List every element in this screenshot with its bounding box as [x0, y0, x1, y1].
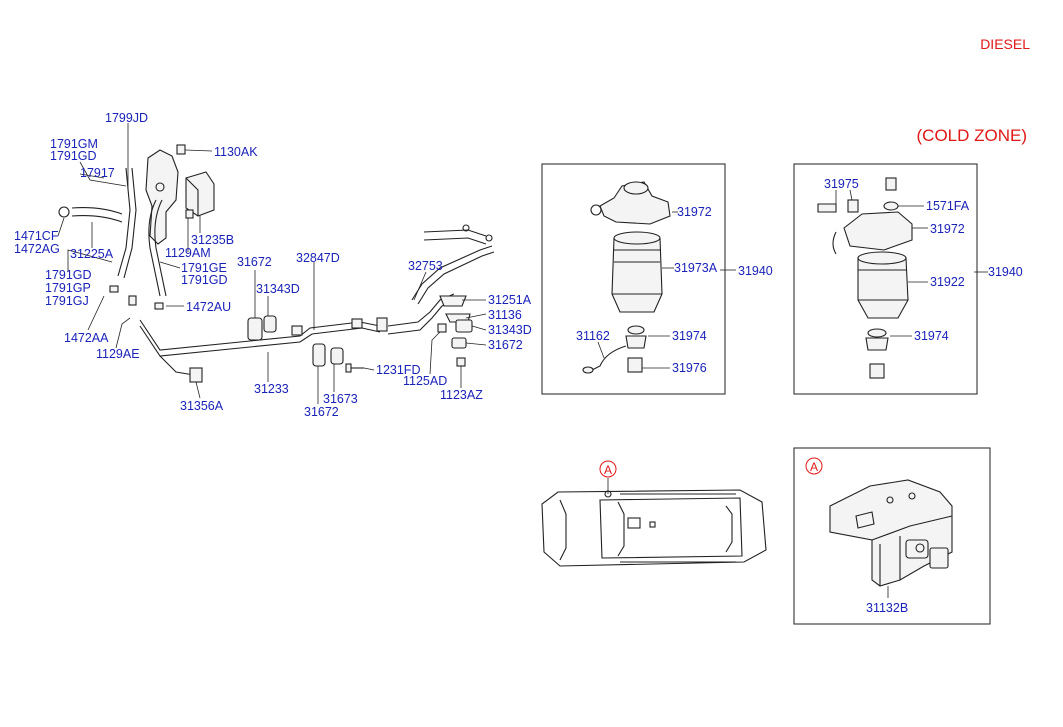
label-32753: 32753	[408, 259, 443, 273]
label-31672-2: 31672	[488, 338, 523, 352]
label-31940: 31940	[738, 264, 773, 278]
label-31225A: 31225A	[70, 247, 114, 261]
label-31132B: 31132B	[866, 601, 908, 615]
label-1799JD: 1799JD	[105, 111, 148, 125]
location-ref-a: A	[604, 463, 612, 477]
label-1129AM: 1129AM	[165, 246, 211, 260]
label-31672: 31672	[237, 255, 272, 269]
label-31975: 31975	[824, 177, 859, 191]
fuel-filter-assembly-2	[793, 163, 988, 395]
label-1231FD: 1231FD	[376, 363, 420, 377]
fuel-filter-assembly-1	[541, 163, 736, 395]
label-31976: 31976	[672, 361, 707, 375]
label-1471CF: 1471CF	[14, 229, 59, 243]
label-1791GP: 1791GP	[45, 281, 91, 295]
label-1129AE: 1129AE	[96, 347, 140, 361]
label-31356A: 31356A	[180, 399, 224, 413]
label-31343D: 31343D	[256, 282, 300, 296]
label-31235B: 31235B	[191, 233, 234, 247]
label-31922: 31922	[930, 275, 965, 289]
label-17917: 17917	[80, 166, 115, 180]
label-31974: 31974	[672, 329, 707, 343]
label-1472AU: 1472AU	[186, 300, 231, 314]
label-1125AD: 1125AD	[403, 374, 447, 388]
label-31162: 31162	[576, 329, 610, 343]
label-1791GE: 1791GE	[181, 261, 227, 275]
label-31972-2: 31972	[930, 222, 965, 236]
bracket-detail-view: A 31132B	[793, 447, 991, 625]
label-1791GD-2: 1791GD	[181, 273, 228, 287]
label-31974-2: 31974	[914, 329, 949, 343]
label-31672-3: 31672	[304, 405, 339, 419]
part-labels-filter-1: 31972 31973A 31940 31162 31974 31976	[576, 205, 773, 375]
label-1571FA: 1571FA	[926, 199, 970, 213]
label-1791GJ: 1791GJ	[45, 294, 89, 308]
fuel-line-assembly-drawing	[58, 144, 495, 383]
zone-label: (COLD ZONE)	[917, 126, 1028, 145]
variant-label: DIESEL	[980, 36, 1030, 52]
part-labels-left: 1799JD 1791GM 1791GD 17917 1130AK 1471CF…	[14, 111, 532, 419]
label-1123AZ: 1123AZ	[440, 388, 483, 402]
label-31673: 31673	[323, 392, 358, 406]
label-31973A: 31973A	[674, 261, 718, 275]
part-labels-filter-2: 31975 1571FA 31972 31922 31940 31974	[824, 177, 1023, 343]
label-1791GD-3: 1791GD	[45, 268, 92, 282]
leader-lines	[57, 123, 487, 404]
label-31251A: 31251A	[488, 293, 532, 307]
label-1791GM: 1791GM	[50, 137, 98, 151]
label-1791GD: 1791GD	[50, 149, 97, 163]
label-31940-2: 31940	[988, 265, 1023, 279]
label-31233: 31233	[254, 382, 289, 396]
label-31972: 31972	[677, 205, 712, 219]
vehicle-top-view: A	[541, 460, 767, 567]
label-1472AG: 1472AG	[14, 242, 60, 256]
label-32847D: 32847D	[296, 251, 340, 265]
label-1130AK: 1130AK	[214, 145, 258, 159]
detail-ref-a: A	[810, 460, 818, 474]
label-31343D-2: 31343D	[488, 323, 532, 337]
label-1472AA: 1472AA	[64, 331, 109, 345]
label-31136: 31136	[488, 308, 522, 322]
